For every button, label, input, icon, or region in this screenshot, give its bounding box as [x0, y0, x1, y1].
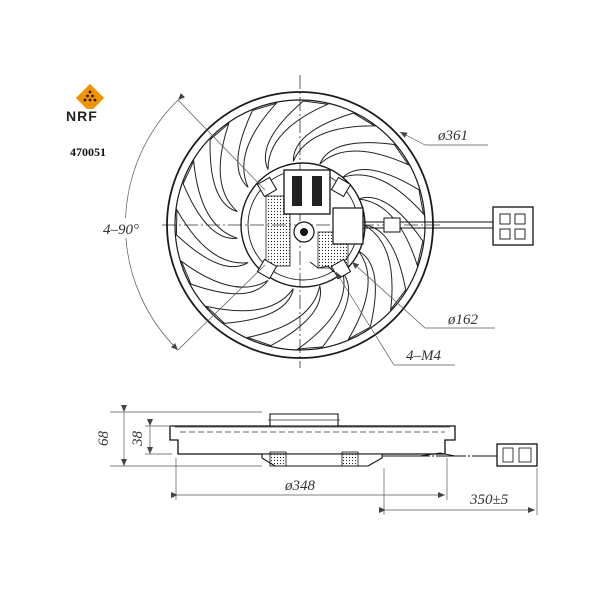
- fan-blade: [363, 224, 407, 312]
- motor-terminal-a: [292, 176, 302, 206]
- motor-diameter-callout: ø162: [351, 261, 495, 329]
- motor-assembly: [240, 162, 366, 288]
- cable-assembly-front: [363, 206, 534, 246]
- logo-text: NRF: [66, 108, 98, 124]
- fan-blade: [180, 259, 269, 295]
- label-bolt-spec: 4–M4: [406, 348, 441, 364]
- motor-housing: [240, 162, 366, 288]
- logo-diamond: [75, 83, 105, 113]
- shroud-outer-ring: [166, 91, 434, 359]
- label-outer-diameter: ø361: [437, 128, 468, 144]
- height-dimensions: 68 38: [96, 405, 262, 467]
- motor-terminal-b: [312, 176, 322, 206]
- side-view: [169, 413, 538, 467]
- fan-blade: [175, 208, 249, 268]
- side-view-shroud: [169, 425, 456, 455]
- angle-dimension: 4–90°: [100, 92, 266, 351]
- label-motor-height: 38: [130, 431, 146, 448]
- motor-side-housing: [332, 207, 364, 245]
- fan-blade: [358, 197, 424, 268]
- fan-blade: [245, 285, 322, 347]
- width-dimensions: ø348 350±5: [171, 458, 538, 515]
- fan-blade: [342, 169, 425, 216]
- motor-wire-lead: [309, 261, 335, 273]
- mount-lug-top-right: [330, 176, 352, 198]
- fan-blade: [319, 142, 410, 167]
- motor-connector-block: [283, 169, 331, 215]
- connector-plug: [492, 206, 534, 246]
- label-cable-length: 350±5: [469, 492, 509, 508]
- fan-blade: [209, 121, 238, 213]
- mount-lug-top-left: [256, 176, 278, 198]
- label-motor-diameter: ø162: [447, 312, 479, 328]
- label-fan-diameter: ø348: [284, 478, 316, 494]
- outer-diameter-callout: ø361: [399, 128, 488, 146]
- nrf-logo: NRF: [64, 83, 132, 124]
- label-mount-angle: 4–90°: [103, 222, 139, 238]
- fan-blade: [296, 272, 350, 350]
- label-total-height: 68: [96, 431, 112, 447]
- cable-grommet: [383, 217, 401, 233]
- fan-blades: [175, 100, 425, 350]
- part-number: 470051: [70, 145, 106, 159]
- fan-blade: [204, 288, 294, 324]
- fan-blade: [182, 159, 238, 239]
- fan-blade: [237, 102, 278, 188]
- fan-blade: [264, 100, 330, 170]
- fan-blade: [292, 112, 377, 162]
- mount-lug-bottom-left: [256, 258, 278, 280]
- fan-blade: [347, 250, 376, 341]
- bolt-spec-callout: 4–M4: [335, 271, 455, 366]
